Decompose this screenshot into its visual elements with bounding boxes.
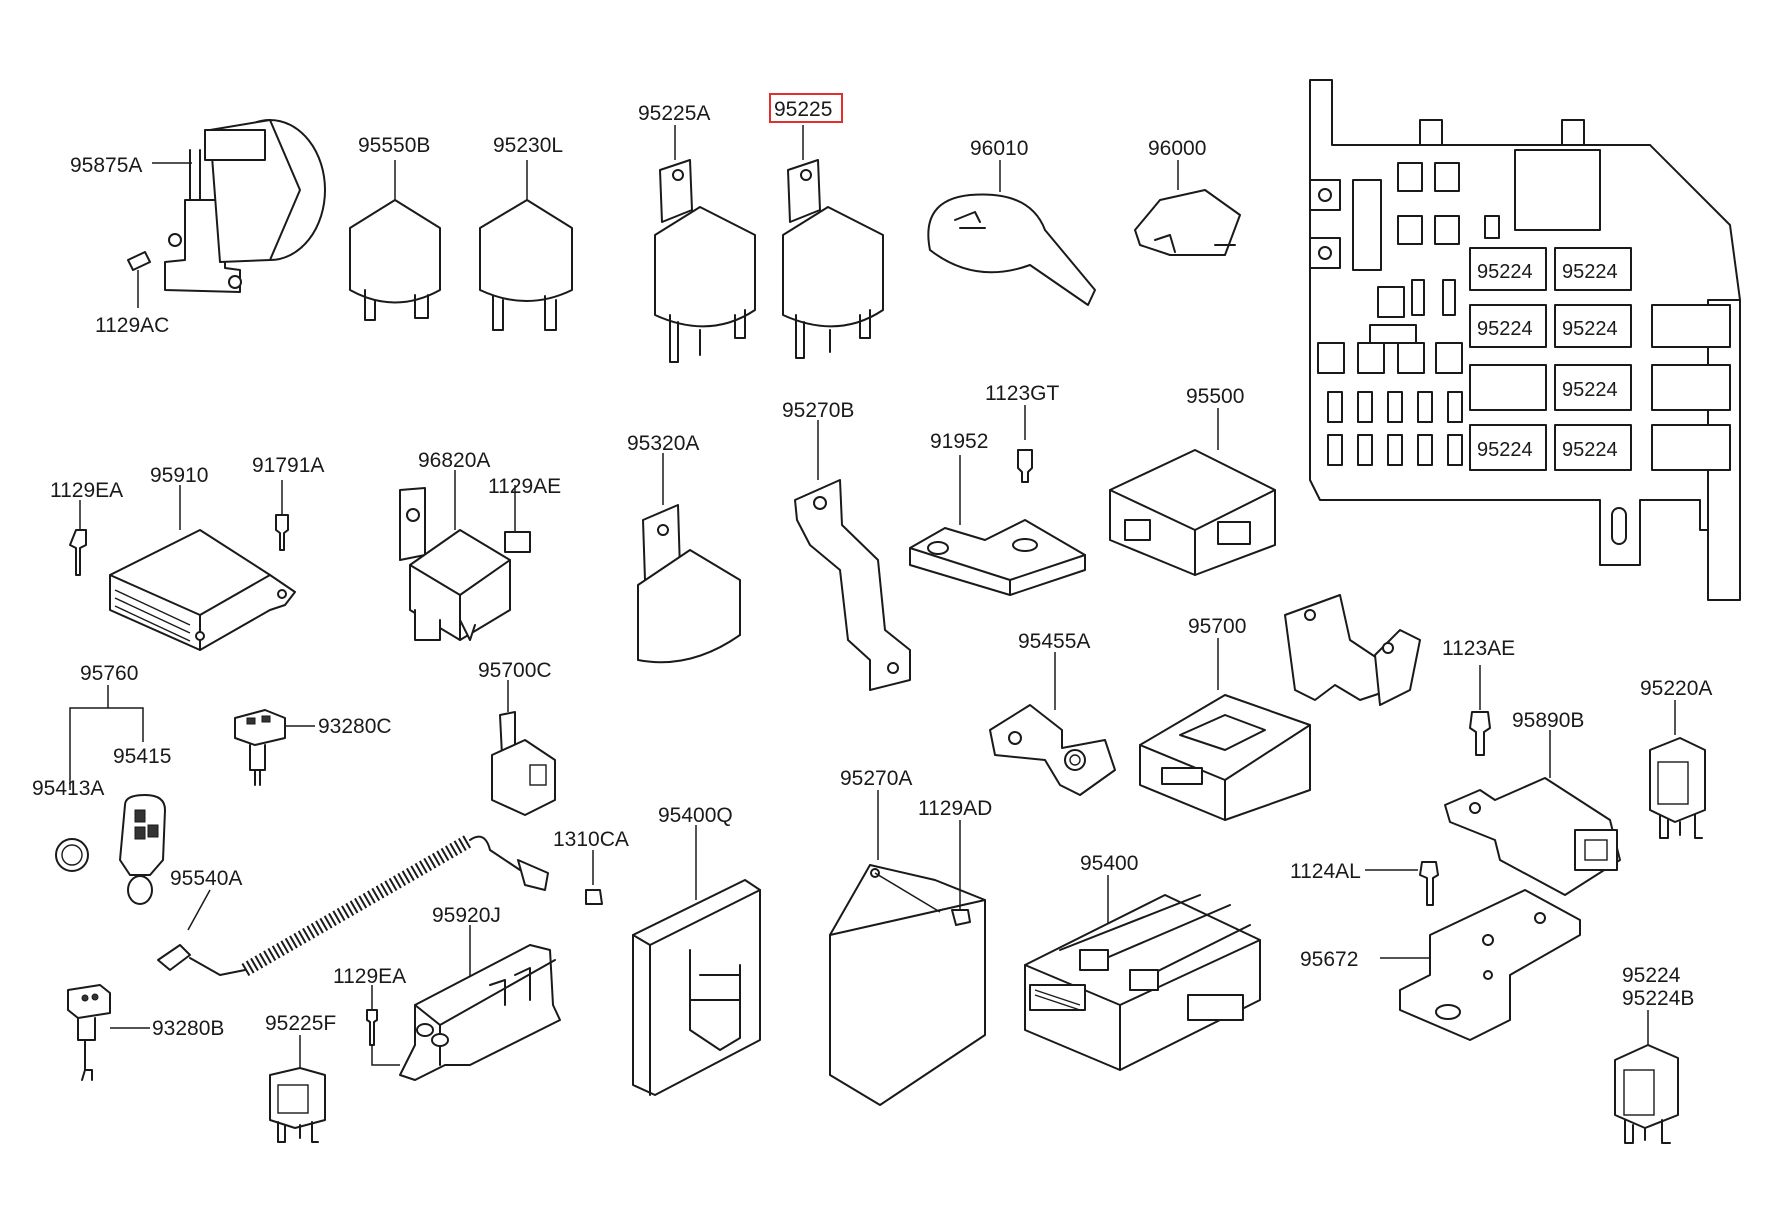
- part-96000-drawing: [1134, 160, 1241, 256]
- label-95413A[interactable]: 95413A: [32, 777, 104, 800]
- relay-slot-5: [1554, 364, 1632, 411]
- part-95225F-drawing: [269, 1035, 326, 1143]
- junction-box-drawing: [1309, 79, 1741, 601]
- part-95400Q-drawing: [632, 825, 761, 1096]
- part-95320A-drawing: [637, 453, 741, 664]
- part-95455A-drawing: [989, 652, 1116, 796]
- label-95230L[interactable]: 95230L: [493, 134, 563, 157]
- relay-slot-2: [1554, 247, 1632, 291]
- label-95760[interactable]: 95760: [80, 662, 138, 685]
- part-95672-drawing: [1380, 889, 1581, 1041]
- part-91952-drawing: [909, 405, 1086, 596]
- label-91952[interactable]: 91952: [930, 430, 988, 453]
- label-95910[interactable]: 95910: [150, 464, 208, 487]
- relay-slot-4: [1554, 304, 1632, 348]
- label-1129AE[interactable]: 1129AE: [488, 475, 561, 498]
- label-95415[interactable]: 95415: [113, 745, 171, 768]
- part-95270B-drawing: [794, 420, 911, 691]
- label-93280B[interactable]: 93280B: [152, 1017, 224, 1040]
- highlight-box-95225: [769, 93, 843, 123]
- label-1129AD[interactable]: 1129AD: [918, 797, 992, 820]
- part-95760-drawing: [55, 685, 166, 905]
- label-95224[interactable]: 95224: [1622, 964, 1681, 987]
- part-95875A-drawing: [127, 119, 326, 308]
- part-95910-drawing: [69, 480, 296, 651]
- fuse-label-4[interactable]: 95224: [1562, 318, 1618, 340]
- label-95225F[interactable]: 95225F: [265, 1012, 336, 1035]
- label-1129AC[interactable]: 1129AC: [95, 314, 169, 337]
- label-93280C[interactable]: 93280C: [318, 715, 392, 738]
- relay-slot-6: [1469, 424, 1547, 471]
- part-95540A-drawing: [157, 833, 549, 977]
- part-95270A-drawing: [829, 790, 986, 1106]
- relay-slot-3: [1469, 304, 1547, 348]
- fuse-label-6[interactable]: 95224: [1477, 439, 1533, 461]
- label-95890B[interactable]: 95890B: [1512, 709, 1584, 732]
- part-93280B-drawing: [67, 984, 150, 1081]
- label-1124AL[interactable]: 1124AL: [1290, 860, 1361, 883]
- part-1310CA-drawing: [585, 850, 603, 905]
- label-1123AE[interactable]: 1123AE: [1442, 637, 1515, 660]
- part-96010-drawing: [927, 160, 1096, 306]
- label-91791A[interactable]: 91791A: [252, 454, 324, 477]
- label-95400Q[interactable]: 95400Q: [658, 804, 733, 827]
- label-95220A[interactable]: 95220A: [1640, 677, 1712, 700]
- part-95225A-drawing: [654, 125, 756, 363]
- label-95672[interactable]: 95672: [1300, 948, 1358, 971]
- fuse-label-7[interactable]: 95224: [1562, 439, 1618, 461]
- part-96820A-drawing: [399, 470, 531, 641]
- label-95700C[interactable]: 95700C: [478, 659, 552, 682]
- label-95270B[interactable]: 95270B: [782, 399, 854, 422]
- part-95220A-drawing: [1649, 700, 1706, 839]
- label-95875A[interactable]: 95875A: [70, 154, 142, 177]
- part-95225-drawing: [782, 125, 884, 359]
- label-95225A[interactable]: 95225A: [638, 102, 710, 125]
- fuse-label-1[interactable]: 95224: [1477, 261, 1533, 283]
- label-1129EA-top[interactable]: 1129EA: [50, 479, 123, 502]
- part-95400-drawing: [1024, 875, 1261, 1071]
- part-93280C-drawing: [234, 709, 315, 786]
- label-95920J[interactable]: 95920J: [432, 904, 501, 927]
- label-95400[interactable]: 95400: [1080, 852, 1138, 875]
- part-95920J-drawing: [366, 925, 561, 1081]
- label-95550B[interactable]: 95550B: [358, 134, 430, 157]
- label-1123GT[interactable]: 1123GT: [985, 382, 1059, 405]
- part-95224-drawing: [1614, 1010, 1679, 1144]
- part-95700-drawing: [1139, 594, 1421, 821]
- label-96820A[interactable]: 96820A: [418, 449, 490, 472]
- part-95230L-drawing: [479, 160, 573, 331]
- fuse-label-5[interactable]: 95224: [1562, 379, 1618, 401]
- part-95700C-drawing: [491, 680, 556, 816]
- part-95890B-drawing: [1444, 730, 1621, 896]
- label-1310CA[interactable]: 1310CA: [553, 828, 629, 851]
- part-1124AL-drawing: [1365, 861, 1439, 906]
- label-1129EA-bottom[interactable]: 1129EA: [333, 965, 406, 988]
- label-96000[interactable]: 96000: [1148, 137, 1206, 160]
- label-96010[interactable]: 96010: [970, 137, 1028, 160]
- label-95224B[interactable]: 95224B: [1622, 987, 1694, 1010]
- relay-slot-7: [1554, 424, 1632, 471]
- label-95455A[interactable]: 95455A: [1018, 630, 1090, 653]
- relay-slot-1: [1469, 247, 1547, 291]
- label-95700[interactable]: 95700: [1188, 615, 1246, 638]
- fuse-label-3[interactable]: 95224: [1477, 318, 1533, 340]
- fuse-label-2[interactable]: 95224: [1562, 261, 1618, 283]
- label-95320A[interactable]: 95320A: [627, 432, 699, 455]
- label-95225[interactable]: 95225: [774, 98, 832, 121]
- part-1123AE-drawing: [1469, 665, 1491, 756]
- part-95500-drawing: [1109, 408, 1276, 576]
- label-95270A[interactable]: 95270A: [840, 767, 912, 790]
- label-95540A[interactable]: 95540A: [170, 867, 242, 890]
- label-95500[interactable]: 95500: [1186, 385, 1244, 408]
- part-95550B-drawing: [349, 160, 441, 321]
